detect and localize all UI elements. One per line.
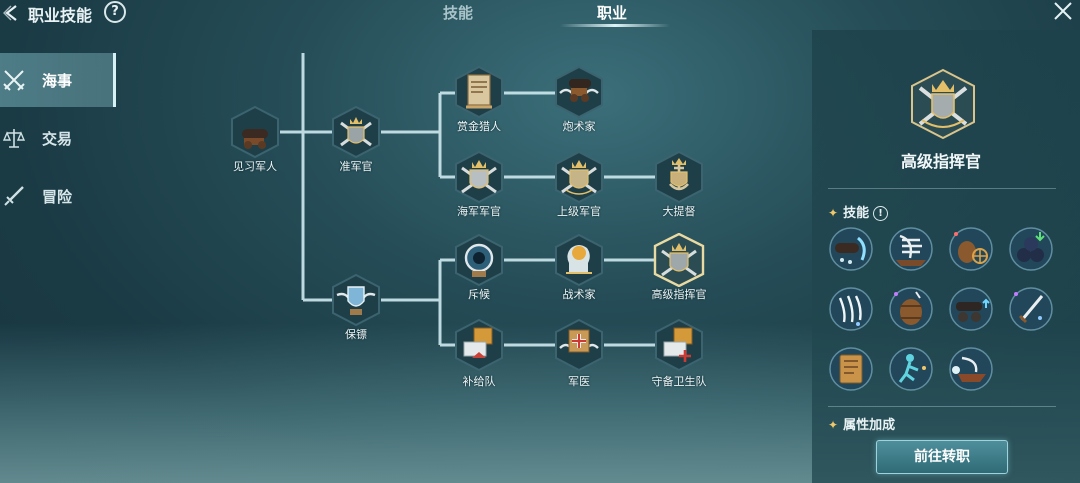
career-node-ensign[interactable]: 准军官	[328, 105, 384, 173]
crest-icon	[555, 150, 603, 204]
sparkle-icon: ✦	[828, 206, 839, 220]
career-node-label: 赏金猎人	[457, 120, 501, 133]
career-node-bodyguard[interactable]: 保镖	[328, 273, 384, 341]
career-node-label: 守备卫生队	[651, 375, 707, 388]
cannon-upgrade-icon	[949, 287, 993, 331]
category-maritime[interactable]: 海事	[0, 53, 116, 107]
divider	[828, 188, 1056, 189]
attributes-label: 属性加成	[843, 418, 896, 433]
skill-slot[interactable]	[948, 346, 994, 392]
scroll-icon	[455, 65, 503, 119]
crest-icon	[653, 233, 705, 287]
career-node-label: 补给队	[462, 375, 496, 388]
skill-slot[interactable]	[828, 346, 874, 392]
ship-sail-icon	[889, 227, 933, 271]
skills-label: 技能	[843, 206, 870, 221]
career-node-label: 大提督	[662, 205, 696, 218]
crates-icon	[655, 318, 703, 372]
career-node-senior-commander[interactable]: 高级指挥官	[651, 233, 707, 301]
anchor-crest-icon	[655, 150, 703, 204]
map-book-icon	[829, 347, 873, 391]
skills-section-header: ✦ 技能!	[828, 202, 889, 221]
crest-icon	[332, 105, 380, 159]
cannonballs-icon	[1009, 227, 1053, 271]
ship-ram-icon	[949, 347, 993, 391]
attributes-section-header: ✦ 属性加成	[828, 414, 895, 433]
top-bar: 职业技能 ? 技能 职业	[0, 0, 1080, 30]
crates-icon	[455, 318, 503, 372]
powder-keg-helm-icon	[949, 227, 993, 271]
back-arrow-icon[interactable]	[2, 3, 22, 23]
senior-commander-emblem-icon	[911, 68, 975, 140]
skill-slot[interactable]	[888, 346, 934, 392]
career-node-trainee[interactable]: 见习军人	[227, 105, 283, 173]
career-node-bounty-hunter[interactable]: 赏金猎人	[451, 65, 507, 133]
brain-icon	[555, 233, 603, 287]
career-node-supply-squad[interactable]: 补给队	[451, 318, 507, 388]
transfer-career-button[interactable]: 前往转职	[876, 440, 1008, 474]
career-node-scout[interactable]: 斥候	[451, 233, 507, 301]
career-node-tactician[interactable]: 战术家	[551, 233, 607, 301]
cannon-icon	[555, 65, 603, 119]
skill-slot[interactable]	[888, 226, 934, 272]
crest-icon	[455, 150, 503, 204]
skill-slot[interactable]	[888, 286, 934, 332]
career-node-label: 斥候	[468, 288, 490, 301]
career-node-senior-officer[interactable]: 上级军官	[551, 150, 607, 218]
sword-icon	[4, 186, 24, 206]
career-node-label: 军医	[568, 375, 590, 388]
info-icon[interactable]: !	[873, 206, 889, 221]
career-node-garrison-medic[interactable]: 守备卫生队	[651, 318, 707, 388]
divider	[828, 406, 1056, 407]
crossed-swords-icon	[3, 70, 25, 91]
career-node-admiral[interactable]: 大提督	[651, 150, 707, 218]
help-icon[interactable]: ?	[104, 1, 126, 23]
career-node-label: 高级指挥官	[651, 288, 707, 301]
skill-slot[interactable]	[948, 226, 994, 272]
panel-title: 高级指挥官	[900, 152, 981, 171]
career-node-label: 战术家	[562, 288, 596, 301]
skill-slot[interactable]	[828, 286, 874, 332]
skill-slot[interactable]	[948, 286, 994, 332]
dagger-strike-icon	[1009, 287, 1053, 331]
sparkle-icon: ✦	[828, 418, 839, 432]
career-node-label: 保镖	[345, 328, 367, 341]
cannon-splash-icon	[829, 227, 873, 271]
career-node-label: 炮术家	[562, 120, 596, 133]
category-label: 交易	[42, 130, 73, 148]
runner-icon	[889, 347, 933, 391]
medkit-icon	[555, 318, 603, 372]
skill-slot[interactable]	[1008, 286, 1054, 332]
career-node-navy-officer[interactable]: 海军军官	[451, 150, 507, 218]
powder-barrel-icon	[889, 287, 933, 331]
skill-slot[interactable]	[1008, 226, 1054, 272]
category-trade[interactable]: 交易	[0, 111, 113, 165]
career-node-army-medic[interactable]: 军医	[551, 318, 607, 388]
claw-slash-icon	[829, 287, 873, 331]
shield-wings-icon	[332, 273, 380, 327]
tab-skills[interactable]: 技能	[443, 4, 474, 22]
career-tree-connectors	[280, 53, 656, 347]
tab-career[interactable]: 职业	[597, 4, 628, 22]
category-adventure[interactable]: 冒险	[0, 169, 113, 223]
career-node-label: 上级军官	[557, 205, 601, 218]
spyglass-icon	[455, 233, 503, 287]
scales-icon	[2, 129, 26, 148]
page-title: 职业技能	[28, 6, 93, 25]
category-label: 海事	[42, 72, 73, 90]
close-icon[interactable]	[1052, 0, 1074, 22]
career-node-label: 准军官	[339, 160, 373, 173]
career-node-label: 见习军人	[233, 160, 277, 173]
tab-active-indicator	[560, 24, 670, 27]
skill-slot[interactable]	[828, 226, 874, 272]
category-label: 冒险	[42, 188, 73, 206]
cannon-icon	[231, 105, 279, 159]
career-detail-panel: 高级指挥官 ✦ 技能!	[812, 30, 1080, 483]
career-node-label: 海军军官	[457, 205, 501, 218]
career-node-artillerist[interactable]: 炮术家	[551, 65, 607, 133]
